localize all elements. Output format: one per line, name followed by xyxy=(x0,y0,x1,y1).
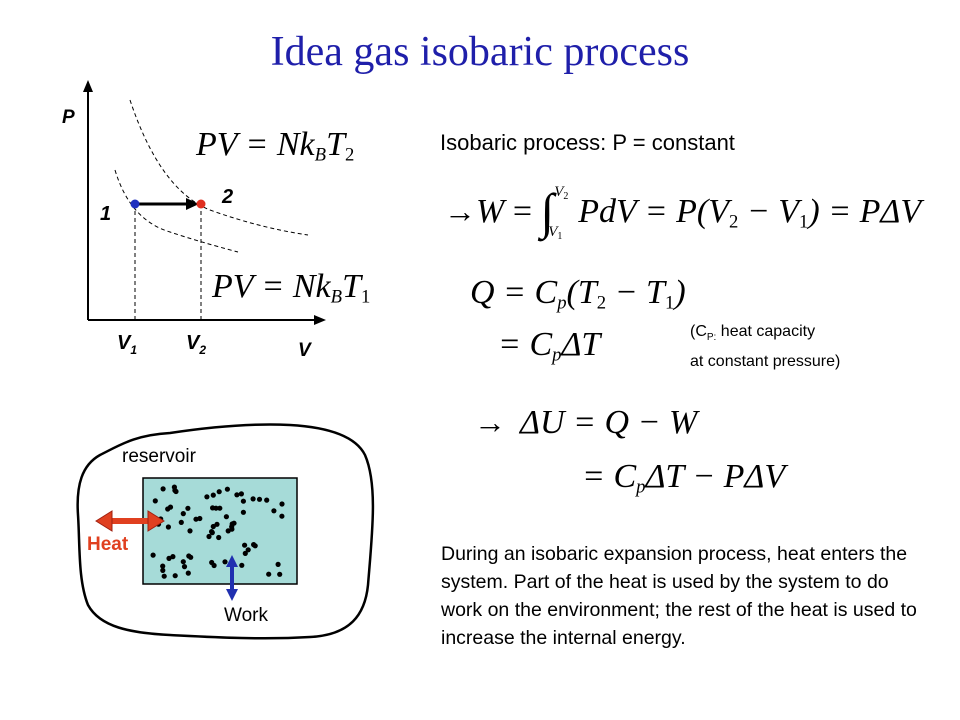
gas-molecule xyxy=(204,494,210,500)
gas-molecule xyxy=(222,559,228,565)
point-label-2: 2 xyxy=(222,186,234,208)
gas-molecule xyxy=(172,573,178,579)
gas-molecule xyxy=(216,534,222,541)
gas-molecule xyxy=(180,511,186,517)
work-arrow-up-head xyxy=(226,555,238,567)
gas-molecule xyxy=(210,492,216,498)
gas-molecule xyxy=(166,555,172,561)
explanation-paragraph: During an isobaric expansion process, he… xyxy=(441,543,917,649)
gas-molecule xyxy=(275,561,281,567)
gas-molecule xyxy=(277,571,283,577)
gas-molecule xyxy=(160,563,166,569)
gas-molecule xyxy=(223,514,229,520)
v2-label: V2 xyxy=(186,332,207,357)
gas-molecule xyxy=(171,484,177,490)
gas-molecule xyxy=(216,489,222,495)
gas-molecule xyxy=(213,505,219,511)
work-label: Work xyxy=(224,605,268,626)
gas-molecule xyxy=(160,567,166,573)
heat-equation-line1: Q = Cp(T2 − T1) xyxy=(470,274,686,314)
gas-molecule xyxy=(234,492,240,498)
gas-molecule xyxy=(279,501,285,507)
energy-equation-line2: = CpΔT − PΔV xyxy=(582,458,786,498)
gas-molecules xyxy=(150,484,285,579)
cp-note: (CP: heat capacity at constant pressure) xyxy=(690,323,841,371)
isotherm-equation-t1: PV = NkBT1 xyxy=(212,268,371,308)
gas-molecule xyxy=(185,570,191,576)
gas-molecule xyxy=(217,505,223,511)
heat-arrow-left-head xyxy=(95,510,113,532)
reservoir-label: reservoir xyxy=(122,446,196,467)
work-arrow-down-head xyxy=(226,589,238,601)
heat-arrow-right-head xyxy=(147,510,165,532)
reservoir-outline xyxy=(76,423,375,640)
gas-molecule xyxy=(224,486,230,492)
gas-molecule xyxy=(150,552,156,558)
gas-molecule xyxy=(165,524,171,530)
gas-molecule xyxy=(238,491,244,497)
process-arrowhead xyxy=(186,198,199,210)
integral-sign: ∫ xyxy=(540,183,555,239)
gas-molecule xyxy=(167,504,174,510)
gas-molecule xyxy=(250,496,256,502)
gas-molecule xyxy=(214,521,220,527)
gas-molecule xyxy=(240,509,246,515)
gas-molecule xyxy=(181,564,188,570)
gas-molecule xyxy=(193,516,199,522)
gas-molecule xyxy=(180,559,186,565)
gas-molecule xyxy=(185,505,191,511)
state-point-2 xyxy=(196,199,206,209)
gas-molecule xyxy=(266,571,272,577)
work-equation: →W = ∫ V2 V1 PdV = P(V2 − V1) = PΔV xyxy=(444,183,922,243)
v1-label: V1 xyxy=(117,332,138,357)
gas-molecule xyxy=(242,542,248,548)
isotherm-t2 xyxy=(129,99,309,236)
heat-equation-line2: = CpΔT xyxy=(498,326,601,366)
v-axis-arrowhead xyxy=(314,315,326,325)
gas-molecule xyxy=(160,486,166,492)
gas-molecule xyxy=(229,526,235,532)
heat-label: Heat xyxy=(87,534,129,555)
gas-molecule xyxy=(206,533,212,540)
gas-container xyxy=(142,477,298,585)
axis-label-p: P xyxy=(62,107,75,128)
gas-molecule xyxy=(161,573,167,579)
gas-molecule xyxy=(279,513,285,519)
state-point-1 xyxy=(130,199,140,209)
page-title: Idea gas isobaric process xyxy=(270,29,690,75)
p-axis-arrowhead xyxy=(83,80,93,92)
gas-molecule xyxy=(170,554,176,560)
energy-equation-line1: →ΔU = Q − W xyxy=(474,404,698,441)
gas-molecule xyxy=(264,497,270,503)
isotherm-t1 xyxy=(114,169,239,253)
gas-molecule xyxy=(209,529,215,535)
reservoir-diagram xyxy=(76,423,375,640)
gas-molecule xyxy=(178,519,184,525)
gas-molecule xyxy=(240,498,246,504)
gas-molecule xyxy=(239,562,245,568)
point-label-1: 1 xyxy=(100,203,112,225)
axis-label-v: V xyxy=(298,340,311,361)
gas-molecule xyxy=(242,550,248,556)
gas-molecule xyxy=(186,553,192,559)
gas-molecule xyxy=(271,508,277,514)
gas-molecule xyxy=(245,547,251,553)
isotherm-equation-t2: PV = NkBT2 xyxy=(196,126,355,166)
gas-molecule xyxy=(211,562,217,569)
pv-graph xyxy=(83,80,326,325)
gas-molecule xyxy=(187,528,193,534)
gas-molecule xyxy=(256,496,263,502)
isobaric-statement: Isobaric process: P = constant xyxy=(440,130,735,155)
gas-molecule xyxy=(152,498,158,504)
gas-molecule xyxy=(251,542,257,548)
